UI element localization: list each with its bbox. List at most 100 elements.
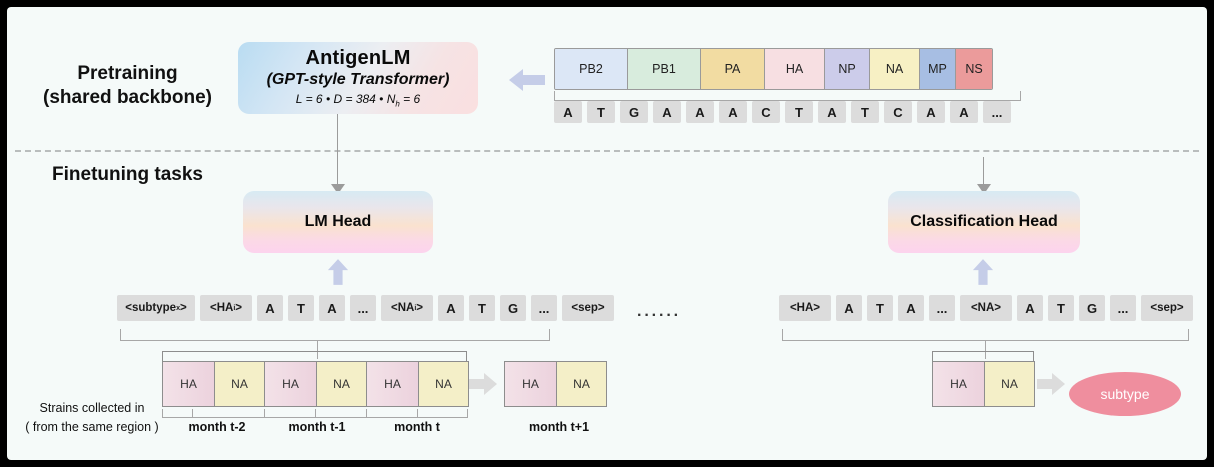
month-block-t: HA NA — [366, 361, 469, 407]
month-axis-tick-4 — [366, 409, 367, 418]
genome-nucleotide-token: A — [719, 101, 747, 123]
month-axis-tick-1 — [192, 409, 193, 418]
genome-nucleotide-token: A — [917, 101, 945, 123]
classification-output-arrow-icon — [1037, 373, 1065, 395]
cls-head-input-arrow-icon — [972, 259, 994, 285]
genome-segment-ns: NS — [956, 49, 992, 89]
subtype-output-badge: subtype — [1069, 372, 1181, 416]
pretraining-label-line2: (shared backbone) — [43, 86, 212, 108]
genome-segment-np: NP — [825, 49, 870, 89]
month-label-t-minus-2: month t-2 — [188, 420, 246, 434]
cls-strain-top-bracket — [932, 351, 1034, 361]
genome-bracket — [554, 91, 1021, 101]
genome-nucleotide-token: C — [752, 101, 780, 123]
classification-task-token: T — [1048, 295, 1074, 321]
lm-task-token: ... — [350, 295, 376, 321]
genome-segment-pa: PA — [701, 49, 765, 89]
genome-to-backbone-arrow-icon — [509, 69, 545, 91]
month-axis-tick-3 — [315, 409, 316, 418]
classification-strain-block: HA NA — [932, 361, 1035, 407]
classification-task-token: A — [1017, 295, 1043, 321]
hparams-subscript: h — [395, 99, 400, 109]
backbone-to-lmhead-connector — [337, 114, 338, 192]
lm-head-box[interactable]: LM Head — [243, 191, 433, 253]
genome-nucleotide-token: A — [950, 101, 978, 123]
na-cell: NA — [214, 362, 264, 406]
lm-prediction-arrow-icon — [469, 373, 497, 395]
strains-caption-line2: ( from the same region ) — [25, 420, 159, 435]
genome-nucleotide-token: A — [554, 101, 582, 123]
classification-head-box[interactable]: Classification Head — [888, 191, 1080, 253]
classification-head-label: Classification Head — [910, 213, 1058, 230]
backbone-to-clshead-arrowhead-icon — [977, 184, 991, 194]
lm-token-row-trailing-ellipsis: ······ — [637, 307, 681, 324]
lm-task-token: T — [288, 295, 314, 321]
antigenlm-subtitle: (GPT-style Transformer) — [266, 71, 450, 89]
month-axis-tick-2 — [264, 409, 265, 418]
classification-task-token: <NA> — [960, 295, 1012, 321]
lm-bracket-center-tick — [317, 341, 318, 359]
classification-task-token: G — [1079, 295, 1105, 321]
ha-cell: HA — [163, 362, 214, 406]
cls-tokens-to-strain-bracket — [782, 329, 1189, 341]
genome-nucleotide-token: A — [686, 101, 714, 123]
strains-caption: Strains collected in ( from the same reg… — [17, 399, 167, 438]
genome-nucleotide-token: C — [884, 101, 912, 123]
ha-cell: HA — [933, 362, 984, 406]
pretraining-section-label: Pretraining (shared backbone) — [15, 62, 240, 110]
na-cell: NA — [418, 362, 468, 406]
genome-nucleotide-token: T — [851, 101, 879, 123]
antigenlm-hparams: L = 6 • D = 384 • Nh = 6 — [296, 92, 420, 108]
ha-cell: HA — [367, 362, 418, 406]
genome-nucleotide-token: ... — [983, 101, 1011, 123]
lm-task-token: ... — [531, 295, 557, 321]
lm-task-token: A — [257, 295, 283, 321]
genome-nucleotide-token: A — [818, 101, 846, 123]
genome-segment-ha: HA — [765, 49, 825, 89]
month-block-t-plus-1: HA NA — [504, 361, 607, 407]
classification-task-token: ... — [929, 295, 955, 321]
genome-nucleotide-token: G — [620, 101, 648, 123]
lm-task-token: <sep> — [562, 295, 614, 321]
antigenlm-backbone-box[interactable]: AntigenLM (GPT-style Transformer) L = 6 … — [238, 42, 478, 114]
antigenlm-title: AntigenLM — [305, 47, 411, 70]
diagram-canvas: Pretraining (shared backbone) Finetuning… — [7, 7, 1207, 460]
classification-task-token: ... — [1110, 295, 1136, 321]
genome-segment-mp: MP — [920, 49, 956, 89]
month-block-t-minus-2: HA NA — [162, 361, 265, 407]
lm-strains-top-bracket — [162, 351, 467, 361]
lm-head-label: LM Head — [304, 213, 372, 230]
genome-nucleotide-token: A — [653, 101, 681, 123]
classification-task-token: <sep> — [1141, 295, 1193, 321]
classification-task-token: A — [898, 295, 924, 321]
hparams-tail: = 6 — [399, 92, 421, 107]
na-cell: NA — [984, 362, 1034, 406]
pretraining-label-line1: Pretraining — [77, 63, 178, 84]
genome-segment-na: NA — [870, 49, 920, 89]
classification-task-token: A — [836, 295, 862, 321]
lm-task-token: T — [469, 295, 495, 321]
section-divider — [15, 150, 1199, 152]
lm-head-input-arrow-icon — [327, 259, 349, 285]
genome-nucleotide-token: T — [587, 101, 615, 123]
ha-cell: HA — [505, 362, 556, 406]
na-cell: NA — [316, 362, 366, 406]
lm-tokens-to-strains-bracket — [120, 329, 550, 341]
month-label-t-plus-1: month t+1 — [528, 420, 590, 434]
finetuning-section-label: Finetuning tasks — [52, 164, 203, 185]
backbone-to-clshead-connector — [983, 157, 984, 192]
strains-caption-line1: Strains collected in — [39, 401, 145, 415]
hparams-main: L = 6 • D = 384 • N — [295, 92, 396, 107]
month-axis-tick-5 — [417, 409, 418, 418]
lm-task-token: G — [500, 295, 526, 321]
month-label-t: month t — [394, 420, 440, 434]
genome-nucleotide-token: T — [785, 101, 813, 123]
genome-segment-pb1: PB1 — [628, 49, 701, 89]
